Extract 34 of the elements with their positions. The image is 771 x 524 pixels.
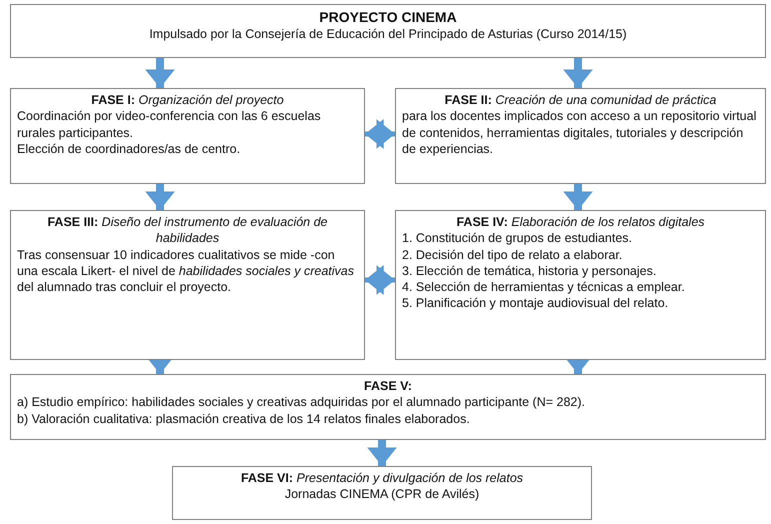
box-heading: FASE V:: [363, 378, 413, 394]
box-heading: FASE IV: Elaboración de los relatos digitales: [455, 214, 706, 230]
process-box: [10, 210, 365, 360]
box-text: Tras consensuar 10 indicadores cualitativos se mide -con una escala Likert- el nivel de habilidades sociales y creativas del alumnado tras concluir el proyecto.: [17, 246, 355, 296]
box-text: b) Valoración cualitativa: plasmación creativa de los 14 relatos finales elaborados.: [17, 410, 471, 427]
box-heading: FASE I: Organización del proyecto: [90, 92, 285, 108]
box-text: 5. Planificación y montaje audiovisual del relato.: [402, 295, 670, 312]
box-text: 2. Decisión del tipo de relato a elaborar.: [402, 246, 624, 263]
arrow: [145, 58, 175, 88]
box-heading: FASE II: Creación de una comunidad de práctica: [444, 92, 718, 108]
box-heading: FASE III: Diseño del instrumento de evaluación de habilidades: [46, 214, 329, 246]
box-text: Impulsado por la Consejería de Educación del Principado de Asturias (Curso 2014/15): [148, 26, 628, 42]
box-text: 4. Selección de herramientas y técnicas a emplear.: [402, 279, 686, 296]
process-box: [395, 88, 766, 184]
process-box: [10, 374, 766, 440]
arrow: [563, 58, 593, 88]
box-text: a) Estudio empírico: habilidades sociales y creativas adquiridas por el alumnado participante (N= 282).: [17, 394, 586, 410]
box-text: 1. Constitución de grupos de estudiantes.: [402, 230, 634, 246]
process-box: [10, 88, 365, 184]
arrow: [367, 440, 397, 466]
box-text: para los docentes implicados con acceso a un repositorio virtual de contenidos, herramientas digitales, tutoriales y descripción de experiencias.: [402, 108, 758, 157]
process-box: [395, 210, 766, 360]
process-box: [10, 4, 766, 58]
box-text: Elección de coordinadores/as de centro.: [17, 140, 242, 157]
double-arrow: [365, 265, 395, 295]
box-text: Jornadas CINEMA (CPR de Avilés): [284, 486, 480, 502]
arrow: [563, 184, 593, 210]
box-heading: FASE VI: Presentación y divulgación de los relatos: [240, 470, 524, 486]
box-text: 3. Elección de temática, historia y personajes.: [402, 262, 658, 279]
double-arrow: [365, 119, 395, 149]
arrow: [145, 184, 175, 210]
box-text: Coordinación por video-conferencia con las 6 escuelas rurales participantes.: [17, 108, 322, 141]
box-heading: PROYECTO CINEMA: [318, 8, 458, 26]
process-box: [172, 466, 592, 520]
